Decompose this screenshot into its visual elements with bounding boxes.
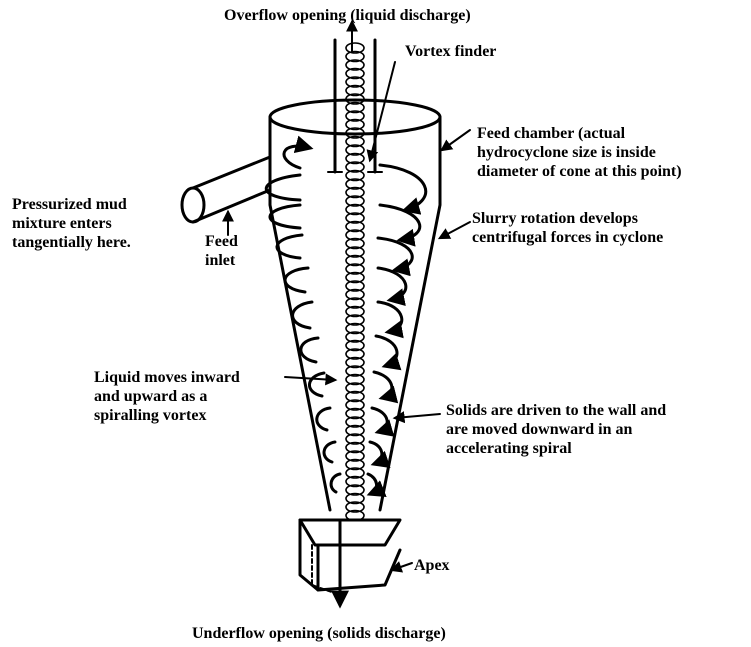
- overflow-label: Overflow opening (liquid discharge): [224, 6, 471, 25]
- feed-chamber-line-1: Feed chamber (actual: [477, 124, 682, 143]
- slurry-rotation-line-1: Slurry rotation develops: [472, 209, 663, 228]
- solids-line-1: Solids are driven to the wall and: [446, 401, 666, 420]
- pointer-solids: [395, 414, 440, 418]
- feed-inlet-label: Feed inlet: [205, 232, 238, 270]
- pressurized-label: Pressurized mud mixture enters tangentia…: [12, 195, 131, 252]
- feed-inlet-pipe: [182, 157, 270, 222]
- underflow-label: Underflow opening (solids discharge): [192, 624, 446, 643]
- pressurized-line-1: Pressurized mud: [12, 195, 131, 214]
- feed-chamber-line-3: diameter of cone at this point): [477, 162, 682, 181]
- pointer-slurry-rotation: [440, 222, 470, 238]
- pressurized-line-2: mixture enters: [12, 214, 131, 233]
- liquid-moves-line-1: Liquid moves inward: [94, 368, 240, 387]
- liquid-moves-line-2: and upward as a: [94, 387, 240, 406]
- cyclone-right-wall: [380, 117, 440, 510]
- vortex-finder-label: Vortex finder: [405, 42, 496, 61]
- apex-label: Apex: [414, 556, 450, 575]
- solids-label: Solids are driven to the wall and are mo…: [446, 401, 666, 458]
- feed-inlet-line-2: inlet: [205, 251, 238, 270]
- solids-line-3: accelerating spiral: [446, 439, 666, 458]
- feed-inlet-line-1: Feed: [205, 232, 238, 251]
- solids-line-2: are moved downward in an: [446, 420, 666, 439]
- feed-chamber-label: Feed chamber (actual hydrocyclone size i…: [477, 124, 682, 181]
- slurry-rotation-line-2: centrifugal forces in cyclone: [472, 228, 663, 247]
- feed-chamber-line-2: hydrocyclone size is inside: [477, 143, 682, 162]
- apex-block: [300, 520, 400, 595]
- central-vortex-coil: [346, 43, 364, 521]
- slurry-rotation-label: Slurry rotation develops centrifugal for…: [472, 209, 663, 247]
- liquid-moves-label: Liquid moves inward and upward as a spir…: [94, 368, 240, 425]
- liquid-moves-line-3: spiralling vortex: [94, 406, 240, 425]
- pointer-feed-chamber: [442, 130, 470, 150]
- pressurized-line-3: tangentially here.: [12, 233, 131, 252]
